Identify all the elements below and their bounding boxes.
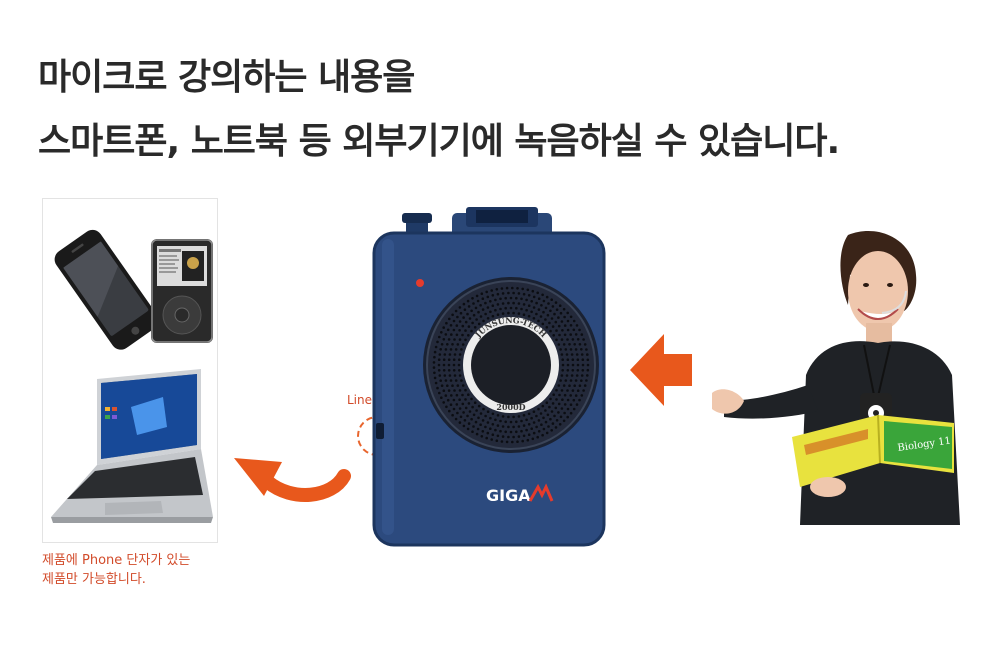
laptop-icon [51, 369, 213, 523]
compatibility-note: 제품에 Phone 단자가 있는 제품만 가능합니다. [42, 551, 190, 589]
compatibility-note-line-1: 제품에 Phone 단자가 있는 [42, 553, 191, 568]
presenter-illustration: Biology 11 [712, 231, 960, 525]
headline-line-2: 스마트폰, 노트북 등 외부기기에 녹음하실 수 있습니다. [38, 121, 840, 162]
brand-label: GIGA [486, 486, 531, 505]
headline-line-1: 마이크로 강의하는 내용을 [38, 57, 415, 98]
arrow-left-icon [630, 334, 692, 406]
speaker-grill [432, 286, 590, 444]
voice-amplifier: JUNSUNG-TECH 2000D GIGA [372, 207, 606, 547]
model-label: 2000D [496, 402, 525, 412]
mp3-player-icon [151, 239, 213, 343]
smartphone-icon [54, 229, 159, 350]
curved-arrow-icon [234, 458, 351, 502]
compatibility-note-line-2: 제품만 가능합니다. [42, 572, 146, 587]
recording-devices-card [42, 198, 218, 543]
